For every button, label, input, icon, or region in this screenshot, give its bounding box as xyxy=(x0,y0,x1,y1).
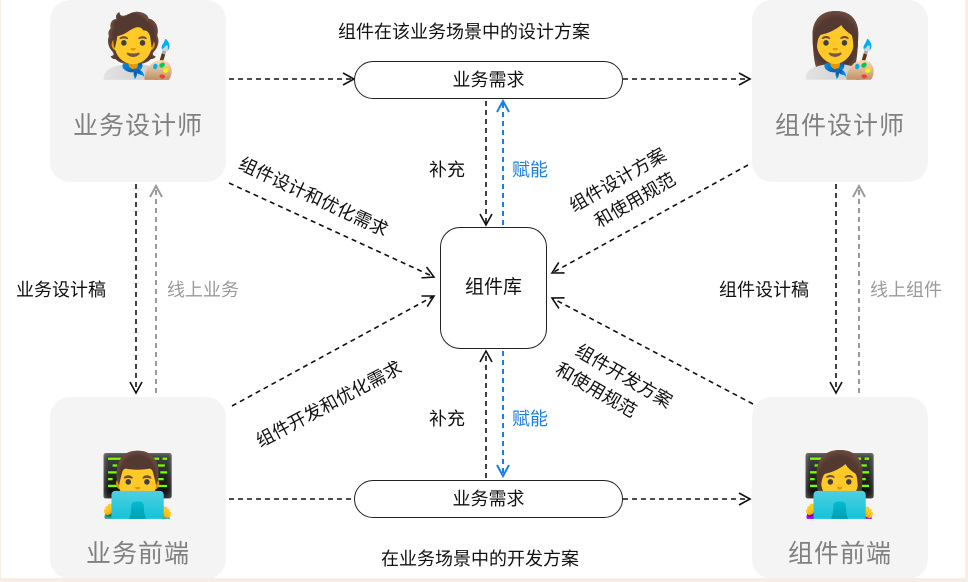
role-business-designer: 🧑‍🎨 业务设计师 xyxy=(50,0,226,182)
bottom-business-requirement: 业务需求 xyxy=(354,480,623,518)
role-component-frontend: 👩‍💻 组件前端 xyxy=(752,397,928,578)
artist-icon: 🧑‍🎨 xyxy=(99,9,177,82)
label-top-empower: 赋能 xyxy=(512,160,548,181)
role-name: 业务设计师 xyxy=(72,111,203,140)
label-top-supplement: 补充 xyxy=(429,160,465,181)
label-bottom-supplement: 补充 xyxy=(429,409,465,430)
label-online-business: 线上业务 xyxy=(167,280,239,301)
artist-icon: 👩‍🎨 xyxy=(801,9,879,82)
bottom-caption: 在业务场景中的开发方案 xyxy=(381,549,579,570)
arrow-diag-tl xyxy=(228,182,436,279)
arrow-diag-bl xyxy=(231,295,436,407)
label-bottom-empower: 赋能 xyxy=(512,409,548,430)
role-component-designer: 👩‍🎨 组件设计师 xyxy=(752,0,928,182)
label-biz-design-draft: 业务设计稿 xyxy=(16,280,106,301)
label-comp-design-draft: 组件设计稿 xyxy=(719,280,809,301)
label-online-component: 线上组件 xyxy=(870,280,942,301)
role-name: 组件前端 xyxy=(787,539,892,568)
role-name: 组件设计师 xyxy=(774,111,905,140)
technologist-icon: 👨‍💻 xyxy=(99,448,177,521)
role-business-frontend: 👨‍💻 业务前端 xyxy=(50,397,226,578)
arrow-diag-tr xyxy=(550,164,749,274)
component-library: 组件库 xyxy=(440,227,547,349)
top-business-requirement: 业务需求 xyxy=(354,61,623,99)
technologist-icon: 👩‍💻 xyxy=(801,448,879,521)
top-caption: 组件在该业务场景中的设计方案 xyxy=(338,22,590,43)
arrow-diag-br xyxy=(550,297,754,405)
role-name: 业务前端 xyxy=(85,539,190,568)
